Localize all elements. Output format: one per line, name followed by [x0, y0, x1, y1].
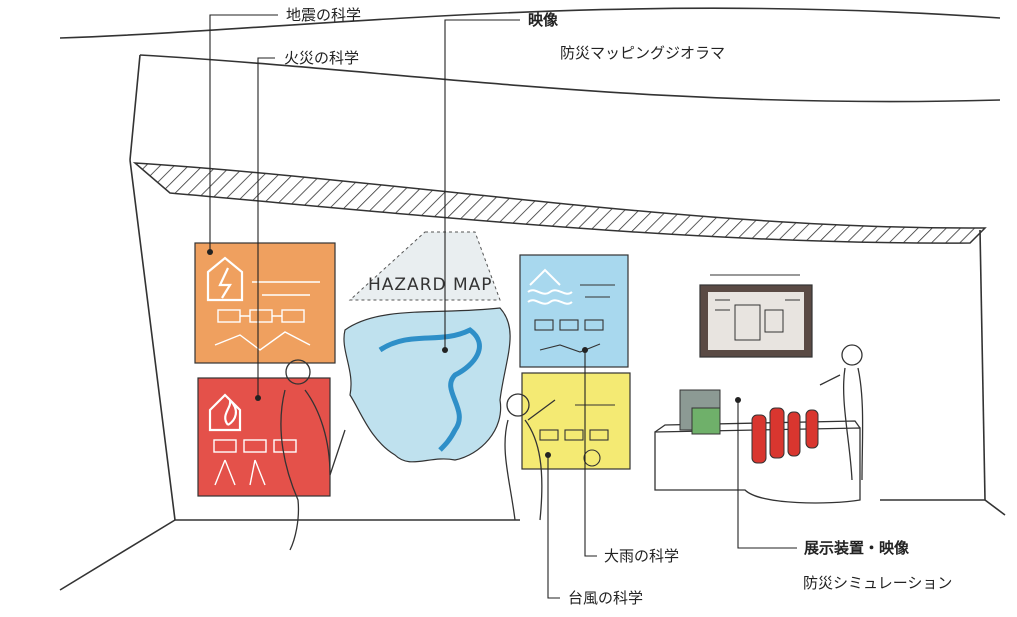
label-disaster-simulation: 防災シミュレーション [803, 574, 953, 592]
display-counter [654, 389, 861, 504]
fire-panel [197, 377, 331, 497]
leader-lines [209, 14, 797, 599]
fire-icon [208, 393, 242, 432]
projector-beam [348, 231, 501, 301]
label-mapping-diorama: 防災マッピングジオラマ [560, 44, 726, 62]
room-outline [59, 7, 1006, 591]
label-typhoon-science: 台風の科学 [568, 589, 644, 607]
typhoon-panel [521, 372, 631, 470]
label-earthquake-science: 地震の科学 [286, 6, 362, 24]
earthquake-panel [194, 242, 336, 364]
label-display-video-heading: 展示装置・映像 [804, 539, 910, 557]
earthquake-icon [206, 256, 244, 302]
label-video-heading: 映像 [528, 11, 559, 29]
visitor-figures [280, 344, 864, 551]
label-fire-science: 火災の科学 [284, 49, 360, 67]
heavy-rain-panel [519, 254, 629, 368]
wall-monitor [699, 274, 813, 358]
label-heavy-rain-science: 大雨の科学 [604, 547, 680, 565]
ceiling-band [132, 162, 987, 244]
hazard-map-title: HAZARD MAP [368, 275, 493, 295]
hazard-map: HAZARD MAP [343, 275, 511, 463]
wave-icon [527, 268, 573, 305]
hazard-map-river [378, 327, 482, 452]
leader-dots [207, 249, 741, 458]
fire-extinguisher-icon [751, 407, 819, 464]
